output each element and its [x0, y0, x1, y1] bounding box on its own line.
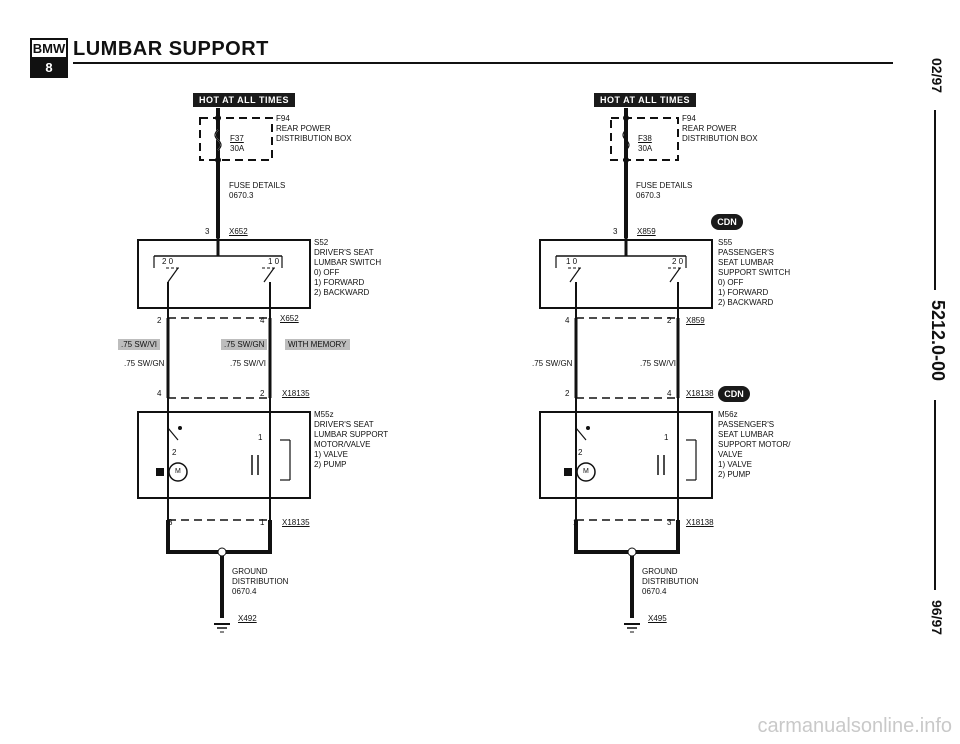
left-switch-positions-a: 2 0 — [162, 257, 174, 266]
with-memory-label: WITH MEMORY — [285, 339, 350, 350]
left-switch-label: S52 DRIVER'S SEAT LUMBAR SWITCH 0) OFF 1… — [314, 238, 382, 297]
left-motor-label: M55z DRIVER'S SEAT LUMBAR SUPPORT MOTOR/… — [314, 410, 389, 469]
right-pin-e: 1 — [573, 518, 578, 527]
left-fuse-box-outline — [199, 117, 273, 161]
left-conn-bot: X18135 — [282, 518, 310, 527]
left-conn-top: X652 — [229, 227, 248, 236]
right-ground-label: GROUND DISTRIBUTION 0670.4 — [642, 567, 699, 596]
right-pin-f: 3 — [667, 518, 672, 527]
page-title: LUMBAR SUPPORT — [73, 38, 269, 60]
left-pin-a: 2 — [157, 316, 162, 325]
right-conn-bot: X18138 — [686, 518, 714, 527]
right-motor-pin1: 1 — [664, 433, 669, 442]
right-motor-pin2: 2 — [578, 448, 583, 457]
right-conn-mid: X859 — [686, 316, 705, 325]
left-fuse-details: FUSE DETAILS 0670.3 — [229, 181, 286, 200]
right-switch-positions-a: 1 0 — [566, 257, 578, 266]
right-motor-symbol — [576, 462, 596, 482]
left-wire-b-shade: .75 SW/GN — [221, 339, 268, 350]
right-conn-low: X18138 — [686, 389, 714, 398]
right-pin-a: 4 — [565, 316, 570, 325]
left-pin-f: 1 — [260, 518, 265, 527]
right-switch-label: S55 PASSENGER'S SEAT LUMBAR SUPPORT SWIT… — [718, 238, 791, 307]
left-pin-e: 3 — [168, 518, 173, 527]
right-motor-m: M — [583, 468, 589, 475]
right-hot-label: HOT AT ALL TIMES — [594, 93, 696, 107]
left-hot-label: HOT AT ALL TIMES — [193, 93, 295, 107]
left-pin-b: 4 — [260, 316, 265, 325]
right-motor-label: M56z PASSENGER'S SEAT LUMBAR SUPPORT MOT… — [718, 410, 791, 479]
right-conn-top: X859 — [637, 227, 656, 236]
right-motor-box — [539, 411, 713, 499]
right-pin-c: 2 — [565, 389, 570, 398]
left-motor-box — [137, 411, 311, 499]
left-conn-mid: X652 — [280, 314, 299, 323]
left-ground-conn: X492 — [238, 614, 257, 623]
left-ground-label: GROUND DISTRIBUTION 0670.4 — [232, 567, 289, 596]
right-switch-positions-b: 2 0 — [672, 257, 684, 266]
left-pin-top: 3 — [205, 227, 210, 236]
left-wire-a-shade: .75 SW/VI — [118, 339, 161, 350]
left-switch-box — [137, 239, 311, 309]
left-motor-pin1: 1 — [258, 433, 263, 442]
right-fuse-id: F38 30A — [638, 134, 653, 153]
left-fuse-box-id: F94 REAR POWER DISTRIBUTION BOX — [276, 114, 352, 143]
side-rule-bottom — [934, 400, 936, 590]
bmw-logo: BMW 8 — [30, 38, 68, 78]
right-pin-b: 2 — [667, 316, 672, 325]
left-motor-symbol — [168, 462, 188, 482]
logo-series: 8 — [32, 59, 66, 76]
right-pin-d: 4 — [667, 389, 672, 398]
side-rule-top — [934, 110, 936, 290]
right-wire-b: .75 SW/VI — [640, 359, 677, 368]
right-ground-conn: X495 — [648, 614, 667, 623]
left-fuse-id: F37 30A — [230, 134, 245, 153]
right-fuse-box-id: F94 REAR POWER DISTRIBUTION BOX — [682, 114, 758, 143]
right-wire-a: .75 SW/GN — [532, 359, 573, 368]
watermark: carmanualsonline.info — [757, 715, 952, 737]
left-motor-pin2: 2 — [172, 448, 177, 457]
left-wire-b: .75 SW/VI — [230, 359, 267, 368]
left-pin-d: 2 — [260, 389, 265, 398]
right-cdn-badge-low: CDN — [718, 386, 750, 402]
left-pin-c: 4 — [157, 389, 162, 398]
left-conn-low: X18135 — [282, 389, 310, 398]
right-pin-top: 3 — [613, 227, 618, 236]
left-switch-positions-b: 1 0 — [268, 257, 280, 266]
right-fuse-box-outline — [610, 117, 679, 161]
header-rule — [73, 62, 893, 64]
right-fuse-details: FUSE DETAILS 0670.3 — [636, 181, 693, 200]
right-cdn-badge-top: CDN — [711, 214, 743, 230]
left-motor-m: M — [175, 468, 181, 475]
logo-text: BMW — [32, 40, 66, 59]
left-wire-a: .75 SW/GN — [124, 359, 165, 368]
